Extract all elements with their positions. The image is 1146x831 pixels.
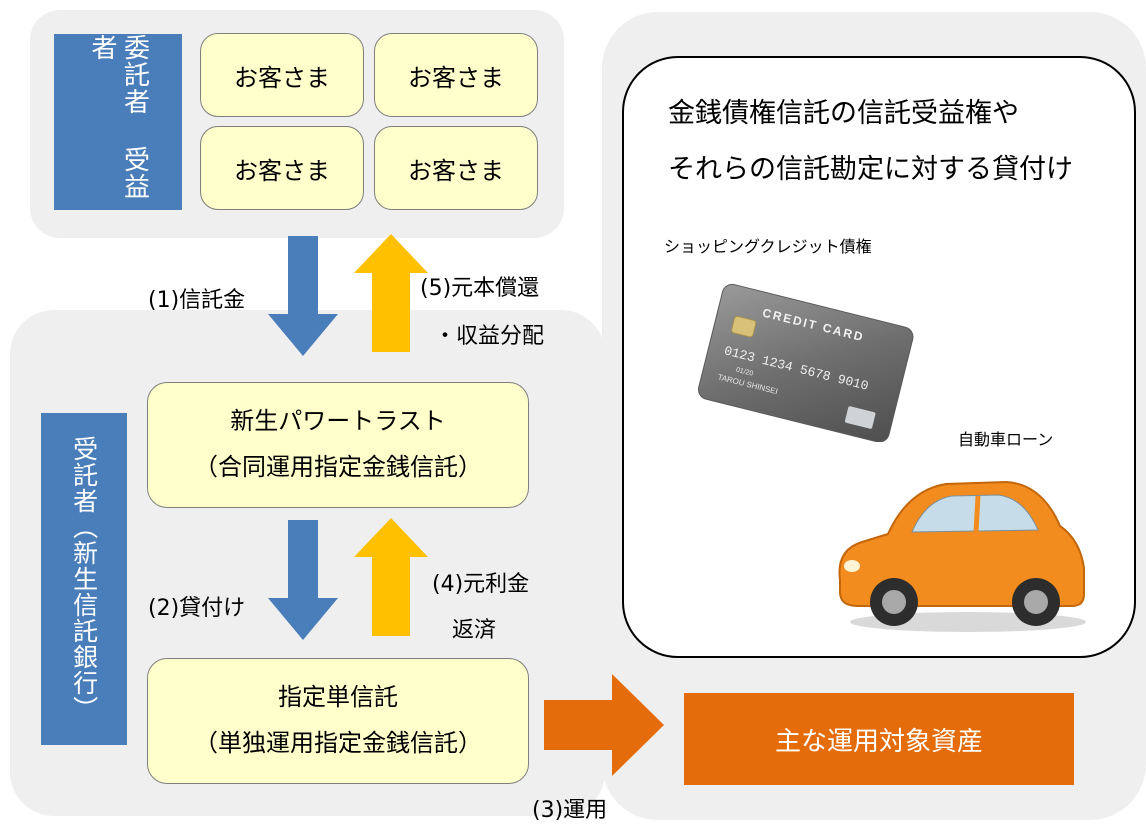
step5-label-line1: (5)元本償還: [420, 276, 540, 301]
investment-arrow-right: [544, 674, 664, 776]
repayment-arrow-up: [354, 234, 428, 352]
auto-loan-label: 自動車ローン: [958, 430, 1054, 449]
loan-arrow-down: [268, 520, 338, 640]
power-trust-box: 新生パワートラスト （合同運用指定金銭信託）: [147, 382, 529, 508]
car-illustration: [838, 480, 1086, 632]
customer-box: お客さま: [200, 33, 364, 117]
customer-box: お客さま: [200, 126, 364, 210]
credit-card-illustration: CREDIT CARD 0123 1234 5678 9010 01/20 TA…: [697, 283, 914, 442]
step1-label: (1)信託金: [148, 288, 246, 313]
step3-label: (3)運用: [532, 798, 608, 823]
card-hologram: [844, 406, 876, 429]
step5-label-line2: ・収益分配: [434, 324, 545, 349]
assets-heading: 金銭債権信託の信託受益権や それらの信託勘定に対する貸付け: [668, 98, 1073, 185]
step4-label-line2: 返済: [452, 618, 497, 643]
step4-label-line1: (4)元利金: [432, 572, 530, 597]
entruster-beneficiary-label: 委託者 受益者: [54, 34, 182, 210]
card-chip: [731, 315, 757, 338]
trustee-label: 受託者（新生信託銀行）: [41, 413, 127, 745]
customer-box: お客さま: [374, 33, 538, 117]
step2-label: (2)貸付け: [148, 596, 246, 621]
card-date-text: 01/20: [735, 367, 754, 378]
designated-trust-box: 指定単信託 （単独運用指定金銭信託）: [147, 658, 529, 784]
shopping-credit-label: ショッピングクレジット債権: [664, 237, 872, 256]
customer-box: お客さま: [374, 126, 538, 210]
main-assets-box: 主な運用対象資産: [684, 693, 1074, 785]
interest-arrow-up: [354, 518, 428, 636]
deposit-arrow-down: [268, 236, 338, 356]
